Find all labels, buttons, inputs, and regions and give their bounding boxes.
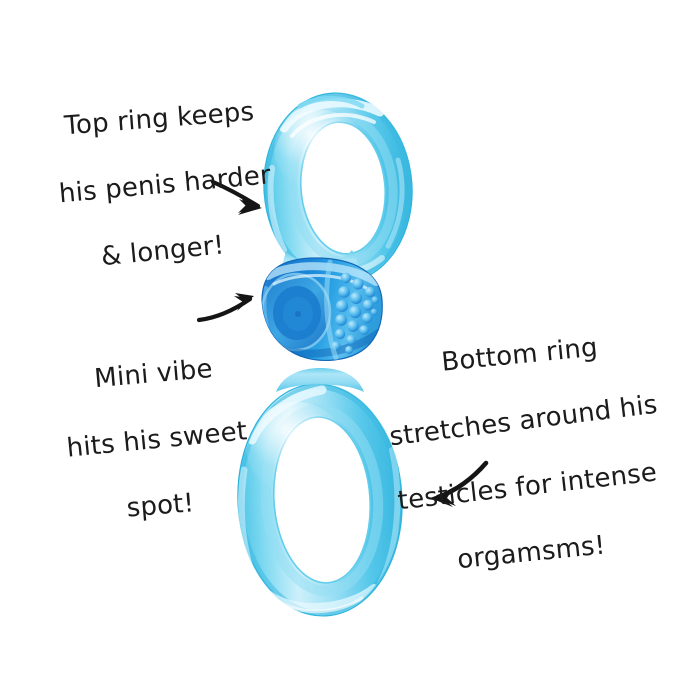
callout-bottom-line-1: Bottom ring [440,332,600,378]
callout-top-ring: Top ring keeps his penis harder & longer… [42,64,285,307]
callout-mid-line-1: Mini vibe [93,353,214,395]
callout-top-line-2: his penis harder [57,160,273,210]
bottom-ring [237,368,403,617]
callout-bottom-ring: Bottom ring stretches around his testicl… [379,298,671,611]
callout-bottom-line-4: orgamsms! [455,530,607,576]
nub-texture [331,272,379,354]
callout-bottom-line-3: testicles for intense [396,457,659,517]
callout-bottom-line-2: stretches around his [387,389,660,453]
callout-mini-vibe: Mini vibe hits his sweet spot! [46,320,268,562]
callout-top-line-1: Top ring keeps [63,96,256,142]
callout-top-line-3: & longer! [99,230,226,273]
callout-mid-line-3: spot! [125,488,196,524]
callout-mid-line-2: hits his sweet [65,416,249,464]
